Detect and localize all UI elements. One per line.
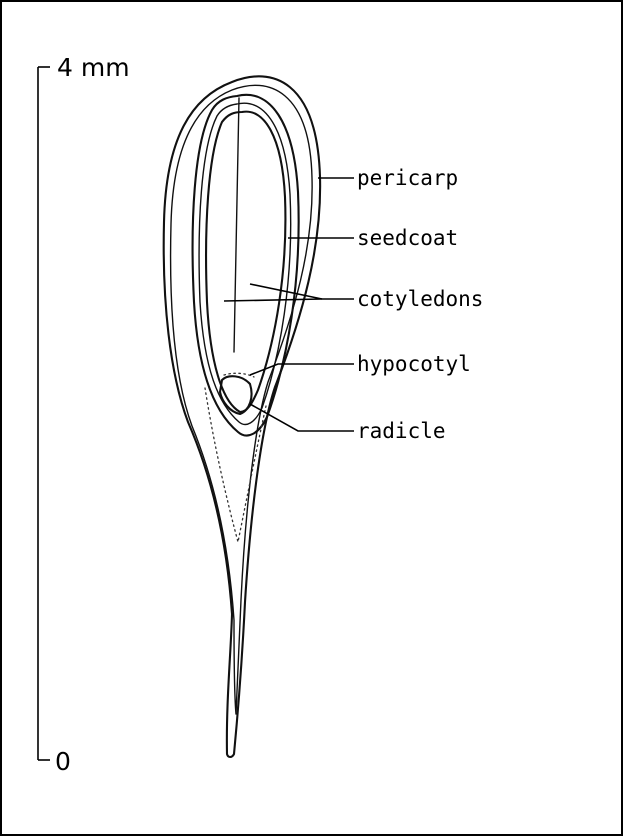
radicle-label: radicle [357, 419, 446, 443]
seed-illustration [164, 76, 320, 757]
pericarp-dotted-inner [205, 388, 266, 542]
pericarp-label: pericarp [357, 166, 458, 190]
cotyledons-label: cotyledons [357, 287, 483, 311]
seedcoat-label: seedcoat [357, 226, 458, 250]
scale-bar-bottom-label: 0 [55, 747, 71, 776]
leader-lines [224, 178, 354, 431]
cotyledon-split-line [234, 98, 239, 352]
scale-bar: 4 mm 0 [38, 53, 130, 776]
hypocotyl-label: hypocotyl [357, 352, 471, 376]
labels: pericarp seedcoat cotyledons hypocotyl r… [357, 166, 483, 443]
pericarp-outline-inner [171, 85, 313, 714]
cotyledons-leader-line-b [224, 299, 322, 301]
scale-bar-top-label: 4 mm [57, 53, 130, 82]
